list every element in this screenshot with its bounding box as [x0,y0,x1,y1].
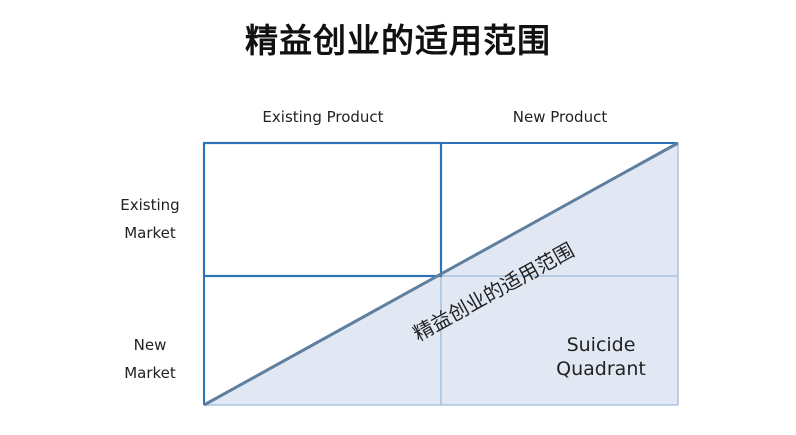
row-label-existing-market: Existing Market [108,191,192,247]
row-label-existing-market-line1: Existing [120,196,180,214]
diagonal-divider [203,141,679,407]
column-label-new-product: New Product [512,108,608,126]
column-label-existing-product: Existing Product [262,108,384,126]
row-label-existing-market-line2: Market [124,224,176,242]
page-title: 精益创业的适用范围 [245,21,551,60]
row-label-new-market-line2: Market [124,364,176,382]
existing-product-existing-market-quadrant [202,141,443,278]
row-label-new-market: New Market [108,331,192,387]
row-label-new-market-line1: New [133,336,167,354]
suicide-quadrant-label-line1: Suicide [567,334,636,356]
suicide-quadrant-label-line2: Quadrant [556,358,646,380]
